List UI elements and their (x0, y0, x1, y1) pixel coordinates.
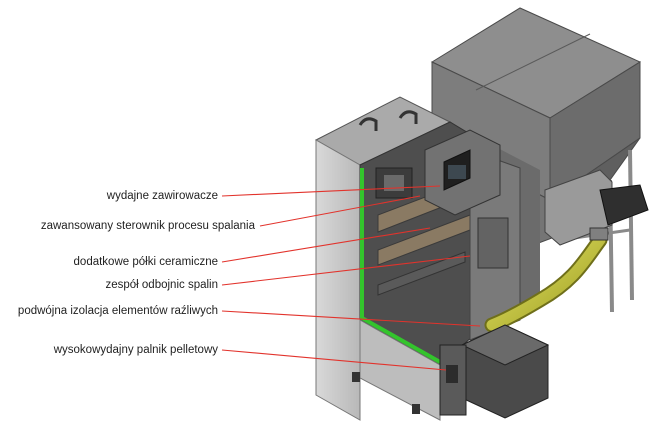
callout-label-ceramic-shelves: dodatkowe półki ceramiczne (73, 256, 218, 268)
callout-label-controller: zawansowany sterownik procesu spalania (40, 220, 255, 232)
callout-lines (221, 185, 481, 371)
callout-label-insulation: podwójna izolacja elementów raźliwych (17, 305, 218, 317)
callout-label-deflectors: zespół odbojnic spalin (105, 279, 218, 291)
callout-line-swirlers (221, 185, 441, 197)
feed-auger (484, 169, 649, 333)
callout-label-burner: wysokowydajny palnik pelletowy (53, 344, 218, 356)
pellet-burner (439, 324, 550, 419)
callout-label-swirlers: wydajne zawirowacze (106, 190, 218, 202)
callout-line-ceramic-shelves (221, 227, 431, 263)
control-panel (424, 129, 501, 216)
callout-line-insulation (221, 310, 481, 327)
callout-line-burner (221, 349, 447, 371)
callout-line-controller (259, 195, 421, 227)
callout-line-deflectors (221, 255, 471, 286)
